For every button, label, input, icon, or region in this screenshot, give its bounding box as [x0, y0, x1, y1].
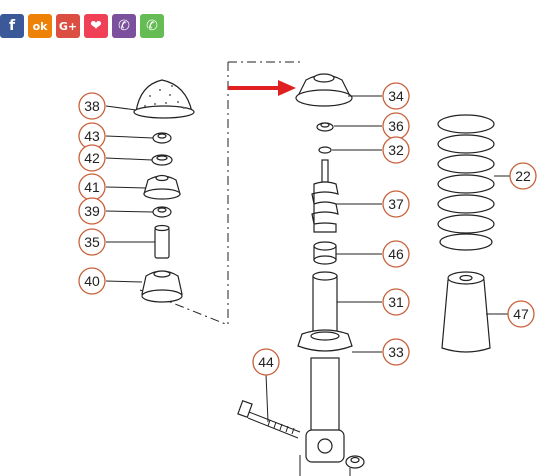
part-36-washer: [316, 122, 334, 132]
svg-text:38: 38: [84, 98, 100, 114]
odnoklassniki-icon[interactable]: ok: [28, 14, 52, 38]
part-47-dust-boot: [441, 271, 491, 353]
callout-47: 47: [507, 300, 535, 328]
facebook-icon[interactable]: f: [0, 14, 24, 38]
leader-lines: [105, 95, 510, 423]
svg-text:33: 33: [388, 344, 404, 360]
callout-36: 36: [382, 112, 410, 140]
svg-text:46: 46: [388, 246, 404, 262]
svg-text:40: 40: [84, 273, 100, 289]
svg-text:32: 32: [388, 142, 404, 158]
callout-44: 44: [252, 348, 280, 376]
callout-38: 38: [78, 92, 106, 120]
part-46-cup: [313, 241, 337, 265]
part-22-coil-spring: [437, 114, 495, 251]
callout-31: 31: [382, 288, 410, 316]
part-37-bump-stop: [311, 159, 339, 233]
part-43-nut: [152, 132, 172, 144]
googleplus-icon[interactable]: G+: [56, 14, 80, 38]
svg-text:43: 43: [84, 128, 100, 144]
callout-37: 37: [382, 190, 410, 218]
part-38-bump-cap: [133, 79, 195, 119]
svg-text:41: 41: [84, 179, 100, 195]
callout-22: 22: [509, 162, 537, 190]
callout-34: 34: [382, 82, 410, 110]
viber-icon[interactable]: ✆: [112, 14, 136, 38]
callout-40: 40: [78, 267, 106, 295]
part-32-ring: [318, 146, 332, 154]
svg-text:37: 37: [388, 196, 404, 212]
callout-46: 46: [382, 240, 410, 268]
callout-39: 39: [78, 197, 106, 225]
part-34-top-mount: [295, 73, 353, 107]
share-bar: f ok G+ ❤ ✆ ✆: [0, 14, 164, 38]
part-40-mount: [141, 270, 183, 303]
svg-text:36: 36: [388, 118, 404, 134]
svg-text:42: 42: [84, 150, 100, 166]
part-42-washer: [151, 154, 173, 166]
callout-33: 33: [382, 338, 410, 366]
svg-text:22: 22: [515, 168, 531, 184]
assembly-bracket: [139, 61, 300, 326]
part-35-sleeve: [154, 224, 170, 259]
highlight-arrow: [228, 80, 296, 96]
svg-text:35: 35: [84, 234, 100, 250]
part-41-bearing: [143, 174, 181, 200]
pocket-icon[interactable]: ❤: [84, 14, 108, 38]
whatsapp-icon[interactable]: ✆: [140, 14, 164, 38]
callout-42: 42: [78, 144, 106, 172]
callout-35: 35: [78, 228, 106, 256]
svg-text:44: 44: [258, 354, 274, 370]
svg-text:47: 47: [513, 306, 529, 322]
svg-text:34: 34: [388, 88, 404, 104]
callout-43: 43: [78, 122, 106, 150]
svg-text:39: 39: [84, 203, 100, 219]
part-44-bolt: [237, 399, 301, 439]
part-31-shock-absorber: [297, 271, 353, 463]
svg-text:31: 31: [388, 294, 404, 310]
callout-32: 32: [382, 136, 410, 164]
nut-bottom: [345, 455, 365, 469]
callout-41: 41: [78, 173, 106, 201]
part-39-nut: [152, 206, 172, 218]
